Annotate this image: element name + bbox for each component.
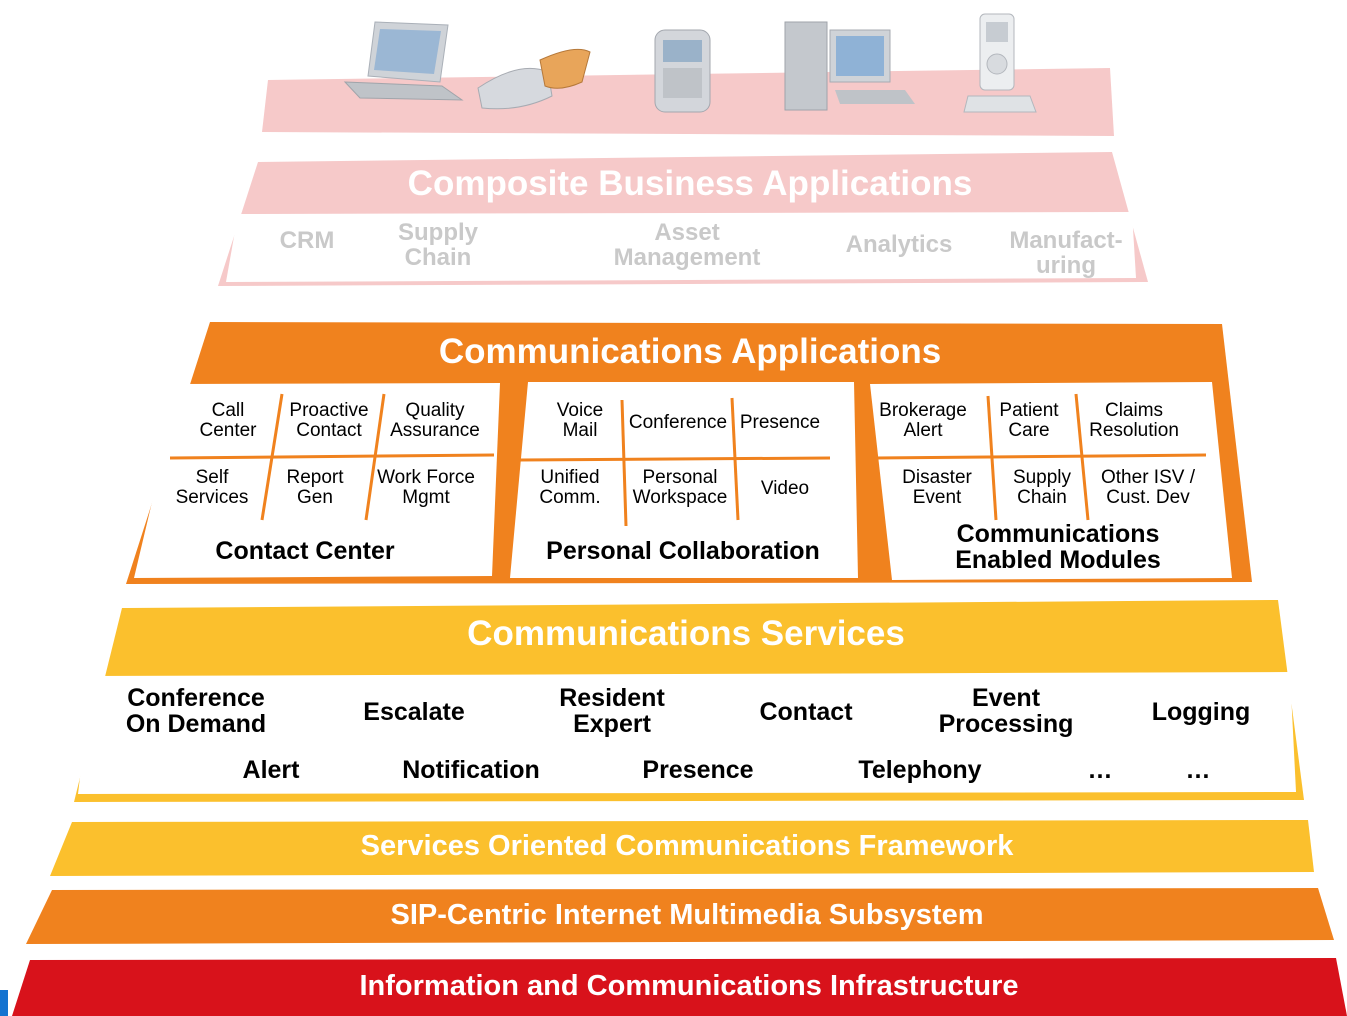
composite-item-asset-management: Asset Management	[613, 219, 761, 272]
infra-band	[12, 958, 1347, 1016]
personal-collab-box	[510, 382, 858, 578]
framework-title: Services Oriented Communications Framewo…	[360, 830, 1014, 862]
mod-claims-resolution: Claims Resolution	[1089, 400, 1179, 441]
svc-contact: Contact	[759, 698, 853, 726]
svc-escalate: Escalate	[363, 698, 465, 726]
comm-apps-title: Communications Applications	[438, 332, 942, 371]
pc-unified-comm: Unified Comm.	[539, 467, 601, 508]
contact-center-box	[134, 383, 500, 578]
cc-proactive-contact: Proactive Contact	[289, 400, 369, 441]
mod-brokerage-alert: Brokerage Alert	[879, 400, 967, 441]
framework-band	[50, 820, 1314, 876]
flip-phone-icon	[477, 48, 591, 110]
svc-ellipsis-1: …	[1087, 756, 1113, 784]
svc-event-processing: Event Processing	[938, 684, 1074, 739]
composite-item-manufacturing: Manufact- uring	[1009, 227, 1123, 280]
grid-dividers	[169, 393, 1207, 527]
svc-logging: Logging	[1151, 698, 1251, 726]
sip-title: SIP-Centric Internet Multimedia Subsyste…	[390, 899, 984, 931]
composite-item-crm: CRM	[279, 227, 335, 254]
pc-conference: Conference	[628, 412, 728, 433]
corner-marker	[0, 990, 8, 1016]
comm-services-title: Communications Services	[467, 614, 905, 653]
svc-conference-on-demand: Conference On Demand	[125, 684, 267, 739]
cc-call-center: Call Center	[199, 400, 257, 441]
laptop-icon	[343, 21, 464, 101]
personal-collab-label: Personal Collaboration	[546, 537, 820, 565]
modules-label: Communications Enabled Modules	[955, 520, 1161, 575]
desktop-computer-icon	[784, 21, 915, 111]
cc-report-gen: Report Gen	[286, 467, 344, 508]
mod-patient-care: Patient Care	[999, 400, 1059, 441]
mod-other-isv: Other ISV / Cust. Dev	[1101, 467, 1195, 508]
pc-voice-mail: Voice Mail	[556, 400, 604, 441]
comm-services-white-box	[78, 672, 1296, 794]
composite-white-box	[226, 212, 1136, 282]
cc-self-services: Self Services	[175, 467, 249, 508]
svc-alert: Alert	[242, 756, 300, 784]
svc-presence: Presence	[642, 756, 754, 784]
svc-notification: Notification	[402, 756, 540, 784]
pc-presence: Presence	[739, 412, 821, 433]
modules-box	[870, 382, 1232, 580]
composite-item-analytics: Analytics	[845, 231, 953, 258]
composite-item-supply-chain: Supply Chain	[397, 219, 478, 272]
smartphone-icon	[654, 29, 711, 113]
sip-band	[26, 888, 1334, 944]
mod-supply-chain: Supply Chain	[1012, 467, 1072, 508]
infra-title: Information and Communications Infrastru…	[359, 970, 1019, 1002]
mod-disaster-event: Disaster Event	[902, 467, 972, 508]
cc-quality-assurance: Quality Assurance	[390, 400, 480, 441]
svc-ellipsis-2: …	[1185, 756, 1211, 784]
svc-resident-expert: Resident Expert	[559, 684, 665, 739]
contact-center-label: Contact Center	[215, 537, 395, 565]
composite-title: Composite Business Applications	[407, 164, 973, 203]
media-player-icon	[963, 13, 1037, 113]
svc-telephony: Telephony	[858, 756, 982, 784]
pc-personal-workspace: Personal Workspace	[632, 467, 728, 508]
pc-video: Video	[760, 478, 810, 499]
cc-work-force-mgmt: Work Force Mgmt	[377, 467, 475, 508]
